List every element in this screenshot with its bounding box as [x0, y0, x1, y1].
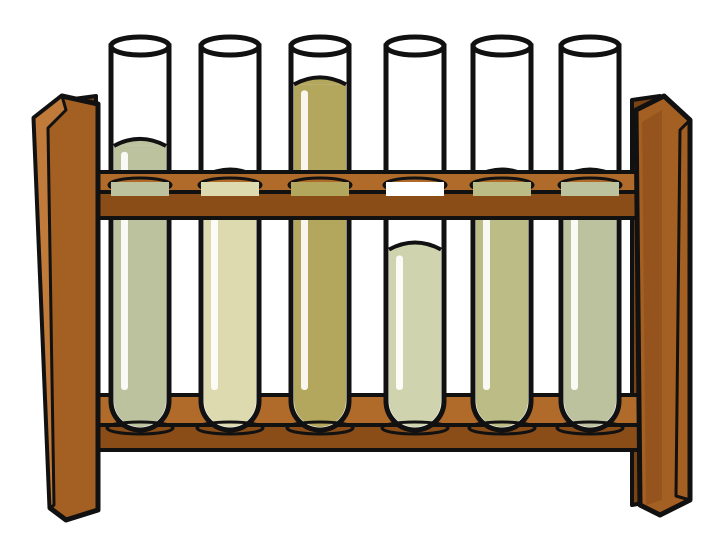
test-tube-5 [467, 34, 537, 436]
tube-highlight [396, 255, 403, 390]
tube-through-hole [473, 182, 531, 196]
liquid-meniscus [388, 240, 442, 252]
tube-rim [558, 34, 622, 58]
tube-base-ring [467, 420, 537, 436]
tube-base-ring [105, 420, 175, 436]
right-post-shade [642, 110, 662, 505]
liquid-meniscus [113, 136, 167, 148]
tube-rim [470, 34, 534, 58]
liquid-meniscus [293, 75, 347, 87]
tube-highlight [483, 182, 490, 390]
tube-base-ring [555, 420, 625, 436]
tube-highlight [571, 182, 578, 390]
rack-front [31, 93, 693, 523]
tube-through-hole [111, 182, 169, 196]
tube-highlight [211, 182, 218, 390]
tube-highlight [301, 90, 308, 391]
test-tube-6 [555, 34, 625, 436]
tube-through-hole [561, 182, 619, 196]
test-tube-3 [285, 34, 355, 436]
shelf-holes [107, 176, 623, 196]
tube-base-ring [285, 420, 355, 436]
tube-through-hole [386, 182, 444, 196]
right-post-side [662, 94, 692, 502]
tube-base-ring [380, 420, 450, 436]
upper-shelf [64, 170, 670, 220]
test-tube-2 [195, 34, 265, 436]
tube-through-hole [291, 182, 349, 196]
tube-rim [288, 34, 352, 58]
test-tubes [105, 34, 625, 436]
tube-through-hole [201, 182, 259, 196]
tube-rim [198, 34, 262, 58]
tube-base-ring [195, 420, 265, 436]
tube-rim [108, 34, 172, 58]
tube-rim [383, 34, 447, 58]
test-tube-1 [105, 34, 175, 436]
left-post-side [32, 94, 68, 510]
test-tube-4 [380, 34, 450, 436]
